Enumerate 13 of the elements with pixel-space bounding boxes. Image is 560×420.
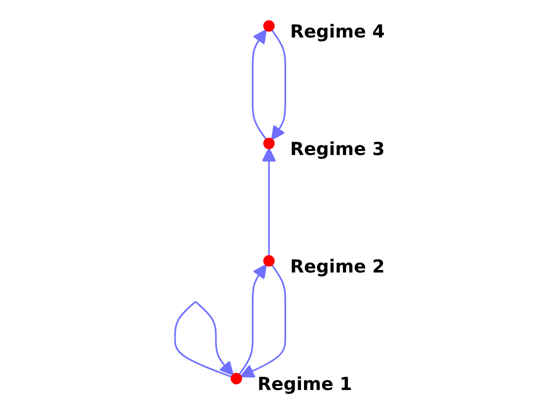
arrow [240,264,286,378]
arrow [252,29,267,140]
arrow [238,264,267,376]
node-circle [263,20,275,32]
node-label: Regime 1 [257,374,352,396]
node-circle [263,138,275,150]
arrow [262,148,276,256]
arrow [271,29,286,140]
node-label: Regime 2 [290,256,385,278]
node-circle [230,372,242,384]
node-circle [263,255,275,267]
node-label: Regime 4 [290,21,385,42]
node-label: Regime 3 [290,138,385,160]
